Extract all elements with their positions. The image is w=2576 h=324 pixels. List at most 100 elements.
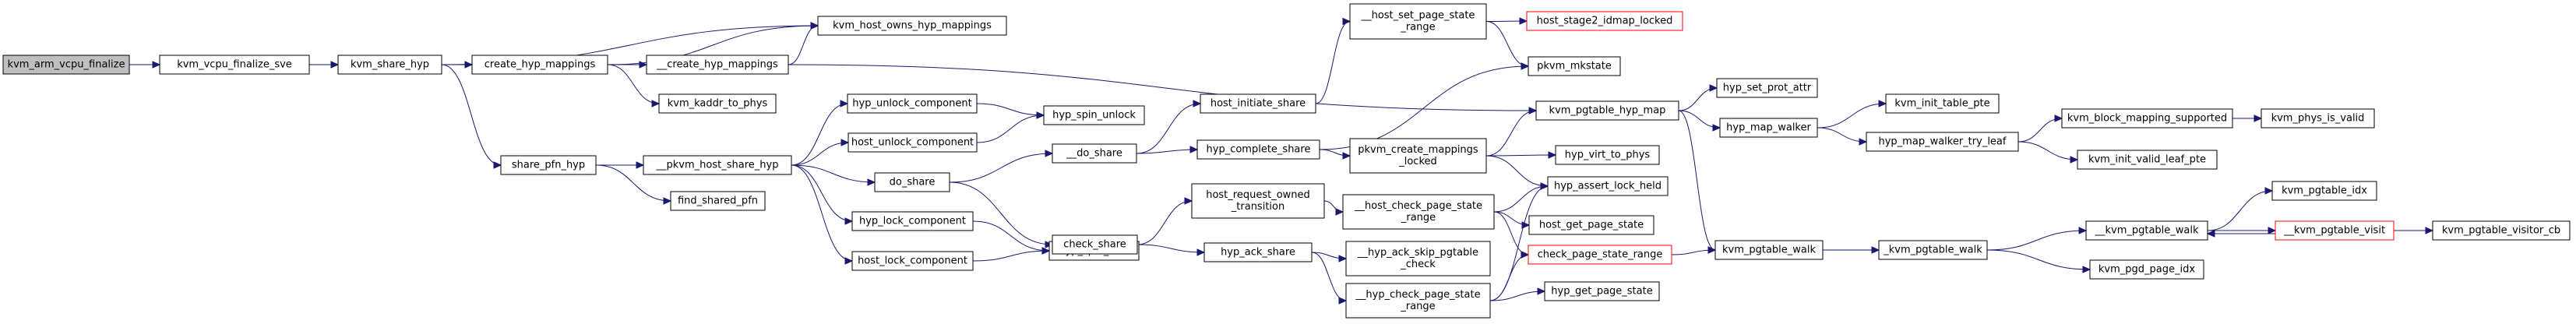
node-do-share[interactable]: do_share — [874, 172, 950, 192]
node-hyp-ack-share[interactable]: hyp_ack_share — [1203, 242, 1313, 262]
node-host-check-page-state-range[interactable]: __host_check_page_state_range — [1342, 194, 1495, 230]
node-box — [848, 132, 978, 153]
node-label: __kvm_pgtable_walk — [2094, 225, 2199, 237]
node-create-hyp-mappings[interactable]: __create_hyp_mappings — [646, 55, 789, 75]
edge---kvm-pgtable-walk-to-kvm-pgtable-idx-arrowhead — [2264, 187, 2274, 195]
node-hyp-map-walker[interactable]: hyp_map_walker — [1719, 118, 1818, 138]
node-kvm-pgd-page-idx[interactable]: kvm_pgd_page_idx — [2089, 259, 2204, 280]
node-label: _kvm_pgtable_walk — [1883, 245, 1982, 256]
edge-kvm-pgtable-hyp-map-to-kvm-pgtable-walk — [1678, 110, 1716, 251]
node-box — [1547, 176, 1669, 196]
edge-hyp-unlock-component-to-hyp-spin-unlock — [976, 103, 1045, 116]
node-label: kvm_pgtable_walk — [1722, 245, 1817, 256]
node-kvm-pgtable-visit[interactable]: __kvm_pgtable_visit — [2275, 220, 2395, 241]
edge---hyp-check-page-state-range-to-check-page-state-range-arrowhead — [1521, 251, 1530, 259]
node-label: _check — [1400, 259, 1436, 270]
node-kvm-pgtable-walk[interactable]: _kvm_pgtable_walk — [1878, 240, 1988, 260]
node-kvm-phys-is-valid[interactable]: kvm_phys_is_valid — [2261, 108, 2375, 129]
edge-host-request-owned-transition-to---host-check-page-state-range-arrowhead — [1335, 208, 1344, 216]
edge-host-lock-component-to-hyp-spin-lock-arrowhead — [1041, 247, 1051, 255]
node-kvm-pgtable-walk[interactable]: kvm_pgtable_walk — [1714, 240, 1824, 260]
node-host-stage2-idmap-locked[interactable]: host_stage2_idmap_locked — [1526, 11, 1683, 31]
node-pkvm-create-mappings-locked[interactable]: pkvm_create_mappings_locked — [1349, 138, 1487, 174]
node-host-set-page-state-range[interactable]: __host_set_page_state_range — [1349, 3, 1487, 40]
nodes-layer: kvm_arm_vcpu_finalize kvm_vcpu_finalize_s… — [2, 3, 2571, 319]
edge---pkvm-host-share-hyp-to-host-lock-component-arrowhead — [844, 257, 854, 265]
node-check-share[interactable]: check_share — [1052, 234, 1138, 255]
node-hyp-complete-share[interactable]: hyp_complete_share — [1196, 139, 1320, 160]
node-label: hyp_ack_share — [1221, 247, 1295, 259]
edge-hyp-complete-share-to-pkvm-mkstate-arrowhead — [1521, 62, 1530, 70]
node-host-lock-component[interactable]: host_lock_component — [851, 251, 974, 271]
node-label: __kvm_pgtable_visit — [2283, 225, 2385, 237]
node-hyp-get-page-state[interactable]: hyp_get_page_state — [1544, 281, 1660, 301]
edge---do-share-to-host-initiate-share — [1136, 103, 1201, 154]
node-hyp-check-page-state-range[interactable]: __hyp_check_page_state_range — [1345, 283, 1491, 319]
edge-share-pfn-hyp-to-find-shared-pfn — [595, 164, 671, 202]
node-label: create_hyp_mappings — [485, 59, 596, 71]
node-kvm-pgtable-visitor-cb[interactable]: kvm_pgtable_visitor_cb — [2432, 220, 2571, 241]
node-kvm-arm-vcpu-finalize[interactable]: kvm_arm_vcpu_finalize — [2, 55, 130, 75]
node-host-unlock-component[interactable]: host_unlock_component — [848, 132, 978, 153]
node-kvm-host-owns-hyp-mappings[interactable]: kvm_host_owns_hyp_mappings — [817, 16, 1007, 36]
node-hyp-lock-component[interactable]: hyp_lock_component — [851, 211, 974, 231]
node-box — [1716, 78, 1818, 98]
edge-host-initiate-share-to---host-set-page-state-range-arrowhead — [1342, 17, 1351, 26]
node-kvm-init-table-pte[interactable]: kvm_init_table_pte — [1885, 93, 2000, 114]
node-hyp-unlock-component[interactable]: hyp_unlock_component — [847, 93, 978, 114]
edge-pkvm-create-mappings-locked-to-hyp-assert-lock-held — [1485, 155, 1549, 187]
node-box — [851, 211, 974, 231]
node-kvm-kaddr-to-phys[interactable]: kvm_kaddr_to_phys — [658, 93, 777, 114]
edge-check-share-to-host-request-owned-transition — [1136, 200, 1193, 245]
edges-layer — [129, 17, 2434, 305]
node-label: __create_hyp_mappings — [656, 59, 778, 71]
node-label: pkvm_mkstate — [1537, 61, 1612, 72]
node-hyp-spin-unlock[interactable]: hyp_spin_unlock — [1043, 105, 1145, 125]
node-kvm-pgtable-idx[interactable]: kvm_pgtable_idx — [2271, 181, 2377, 201]
node-do-share[interactable]: __do_share — [1052, 143, 1137, 164]
node-host-request-owned-transition[interactable]: host_request_owned_transition — [1191, 183, 1325, 219]
edge-kvm-pgtable-hyp-map-to-hyp-map-walker-arrowhead — [1712, 124, 1721, 132]
node-label: host_unlock_component — [851, 137, 974, 149]
node-pkvm-mkstate[interactable]: pkvm_mkstate — [1528, 56, 1621, 76]
node-label: _range — [1400, 301, 1435, 312]
edge---pkvm-host-share-hyp-to-hyp-lock-component — [791, 164, 853, 222]
node-hyp-map-walker-try-leaf[interactable]: hyp_map_walker_try_leaf — [1866, 132, 2019, 152]
node-label: hyp_map_walker_try_leaf — [1879, 136, 2007, 148]
node-box — [1535, 100, 1679, 121]
node-kvm-pgtable-hyp-map[interactable]: kvm_pgtable_hyp_map — [1535, 100, 1679, 121]
node-box — [1200, 93, 1316, 114]
node-host-get-page-state[interactable]: host_get_page_state — [1528, 215, 1654, 235]
node-hyp-set-prot-attr[interactable]: hyp_set_prot_attr — [1716, 78, 1818, 98]
node-kvm-init-valid-leaf-pte[interactable]: kvm_init_valid_leaf_pte — [2077, 150, 2218, 170]
edge---pkvm-host-share-hyp-to-host-unlock-component — [791, 142, 849, 166]
node-find-shared-pfn[interactable]: find_shared_pfn — [670, 191, 766, 211]
node-hyp-ack-skip-pgtable-check[interactable]: __hyp_ack_skip_pgtable_check — [1345, 241, 1491, 276]
node-pkvm-host-share-hyp[interactable]: __pkvm_host_share_hyp — [643, 155, 792, 175]
node-label: _locked — [1398, 156, 1437, 167]
node-kvm-block-mapping-supported[interactable]: kvm_block_mapping_supported — [2061, 108, 2233, 129]
node-hyp-virt-to-phys[interactable]: hyp_virt_to_phys — [1555, 145, 1660, 165]
node-kvm-share-hyp[interactable]: kvm_share_hyp — [337, 55, 442, 75]
node-box — [1345, 241, 1491, 276]
node-box — [159, 55, 310, 75]
node-box — [817, 16, 1007, 36]
node-label: host_get_page_state — [1539, 220, 1644, 231]
node-create-hyp-mappings[interactable]: create_hyp_mappings — [471, 55, 608, 75]
edge-hyp-map-walker-try-leaf-to-kvm-block-mapping-supported-arrowhead — [2054, 114, 2063, 122]
edge---hyp-check-page-state-range-to-hyp-get-page-state-arrowhead — [1537, 287, 1546, 295]
node-share-pfn-hyp[interactable]: share_pfn_hyp — [500, 155, 597, 175]
node-host-initiate-share[interactable]: host_initiate_share — [1200, 93, 1316, 114]
node-check-page-state-range[interactable]: check_page_state_range — [1528, 245, 1672, 265]
edge-kvm-arm-vcpu-finalize-to-kvm-vcpu-finalize-sve-arrowhead — [152, 61, 161, 69]
edge---pkvm-host-share-hyp-to-hyp-unlock-component-arrowhead — [840, 100, 849, 107]
node-kvm-pgtable-walk[interactable]: __kvm_pgtable_walk — [2085, 220, 2208, 241]
node-box — [1052, 143, 1137, 164]
node-hyp-assert-lock-held[interactable]: hyp_assert_lock_held — [1547, 176, 1669, 196]
node-label: host_request_owned — [1206, 189, 1310, 201]
node-kvm-vcpu-finalize-sve[interactable]: kvm_vcpu_finalize_sve — [159, 55, 310, 75]
node-label: kvm_pgd_page_idx — [2099, 264, 2195, 276]
node-box — [1526, 11, 1683, 31]
node-label: hyp_map_walker — [1726, 122, 1811, 134]
node-label: do_share — [890, 177, 936, 188]
